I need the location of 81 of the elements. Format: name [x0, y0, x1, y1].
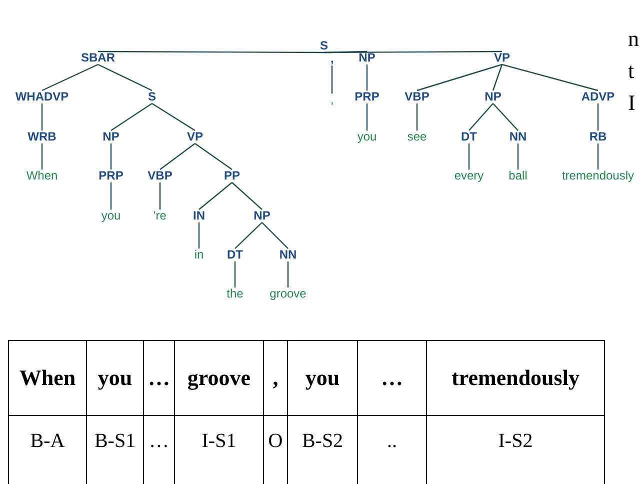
tree-branch-line [110, 182, 112, 210]
header-cell: groove [174, 340, 264, 416]
tree-branch-line [517, 144, 519, 170]
tree-word-label: every [454, 170, 484, 182]
tree-tag-label: IN [193, 210, 205, 222]
header-cell: … [358, 340, 426, 416]
tree-branch-line [159, 182, 161, 210]
tree-tag-label: ADVP [581, 90, 615, 104]
tree-branch-line [287, 262, 289, 288]
tree-branch-line [366, 104, 368, 130]
tree-branch-line [492, 64, 503, 91]
tree-branch-line [41, 144, 43, 170]
tree-tag-label: DT [227, 248, 243, 262]
header-cell: tremendously [426, 340, 604, 416]
tree-branch-line [597, 144, 599, 170]
tree-branch-line [198, 222, 200, 248]
tree-branch-line [232, 182, 262, 210]
tree-word-label: When [26, 170, 58, 182]
tree-branch-line [110, 144, 112, 170]
tree-branch-line [152, 103, 196, 131]
tree-branch-line [198, 182, 232, 210]
tree-tag-label: RB [589, 130, 607, 144]
tree-word-label: tremendously [562, 170, 634, 182]
tree-branch-line [324, 50, 502, 54]
tree-tag-label: VBP [148, 170, 172, 182]
header-cell: , [264, 340, 288, 416]
tree-branch-line [98, 64, 152, 92]
tree-word-label: 're [154, 210, 166, 222]
tree-word-label: you [357, 130, 377, 144]
tree-word-label: in [194, 248, 204, 262]
tree-branch-line [416, 64, 502, 92]
tree-tag-label: NP [254, 210, 270, 222]
tree-tag-label: SBAR [81, 52, 115, 64]
tree-branch-line [42, 64, 98, 92]
tree-branch-line [597, 104, 599, 130]
tree-word-label: you [101, 210, 121, 222]
tree-tag-label: NP [102, 130, 120, 144]
tree-branch-line [98, 50, 324, 54]
tree-tag-label: VP [494, 52, 510, 64]
tree-tag-label: PRP [354, 90, 380, 104]
tree-branch-line [194, 143, 232, 170]
tree-branch-line [110, 103, 152, 131]
tree-tag-label: NN [509, 130, 527, 144]
tree-word-label: the [226, 288, 244, 300]
header-cell: you [86, 340, 144, 416]
tree-tag-label: VP [187, 130, 203, 144]
tree-word-label: groove [270, 288, 306, 300]
tree-tag-label: NP [484, 90, 502, 104]
tree-tag-label: , [330, 52, 334, 66]
text-fragment: t [628, 60, 634, 82]
tree-word-label: see [407, 130, 427, 144]
tree-word-label: ball [508, 170, 528, 182]
tree-branch-line [366, 64, 368, 90]
tree-tag-label: PRP [98, 170, 124, 182]
tree-tag-label: DT [461, 130, 477, 144]
tree-tag-label: S [148, 90, 156, 104]
tree-branch-line [262, 222, 288, 249]
tree-branch-line [160, 143, 196, 170]
tag-cell: B-A [8, 416, 86, 484]
header-cell: … [144, 340, 174, 416]
tree-branch-line [468, 144, 470, 170]
tree-tag-label: VBP [404, 90, 430, 104]
tree-tag-label: WHADVP [15, 90, 69, 104]
tree-branch-line [492, 103, 518, 131]
tree-branch-line [416, 104, 418, 130]
tree-tag-label: S [320, 40, 328, 52]
header-cell: you [288, 340, 358, 416]
tree-branch-line [331, 66, 333, 94]
text-fragment: n [628, 28, 639, 50]
tree-tag-label: NP [358, 52, 376, 64]
tree-branch-line [468, 103, 494, 131]
tree-tag-label: PP [224, 170, 240, 182]
tree-branch-line [41, 104, 43, 130]
tree-tag-label: WRB [28, 130, 56, 144]
header-cell: When [8, 340, 86, 416]
tree-branch-line [234, 262, 236, 288]
tree-branch-line [502, 64, 598, 92]
text-fragment: I [628, 92, 636, 114]
tree-branch-line [234, 222, 262, 249]
tree-word-label: , [330, 94, 334, 106]
tree-tag-label: NN [279, 248, 297, 262]
